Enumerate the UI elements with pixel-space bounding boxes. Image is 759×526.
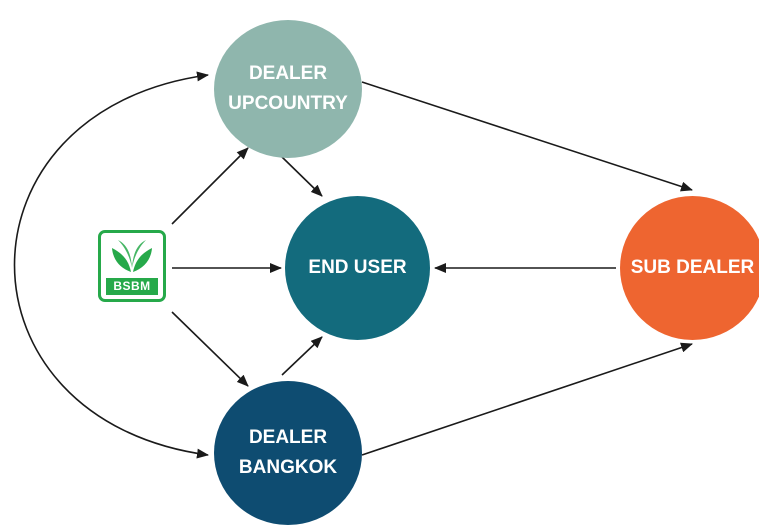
leaf-sprout-icon: [112, 240, 152, 272]
bsbm-logo: BSBM: [98, 230, 166, 302]
arrow-upcountry-to-end-user: [281, 156, 323, 197]
sub-dealer-node: SUB DEALER: [620, 196, 759, 340]
end-user-node: END USER: [285, 196, 430, 340]
dealer-upcountry-line2: UPCOUNTRY: [228, 93, 348, 114]
dealer-bangkok-line2: BANGKOK: [238, 457, 338, 478]
end-user-label: END USER: [308, 257, 407, 278]
dealer-bangkok-node: DEALER BANGKOK: [214, 381, 362, 525]
arrow-bangkok-to-sub-dealer: [361, 342, 693, 456]
dealer-upcountry-line1: DEALER: [248, 63, 328, 84]
arrow-upcountry-to-sub-dealer: [361, 81, 693, 192]
dealer-bangkok-line1: DEALER: [248, 427, 328, 448]
arrow-bangkok-to-end-user: [281, 336, 323, 376]
arrow-logo-to-upcountry: [171, 147, 249, 225]
arrow-logo-to-bangkok: [171, 311, 249, 387]
dealer-upcountry-node: DEALER UPCOUNTRY: [214, 20, 362, 158]
curve-upcountry-bangkok: [13, 71, 209, 459]
sub-dealer-label: SUB DEALER: [630, 257, 755, 278]
bsbm-logo-text: BSBM: [106, 278, 158, 295]
